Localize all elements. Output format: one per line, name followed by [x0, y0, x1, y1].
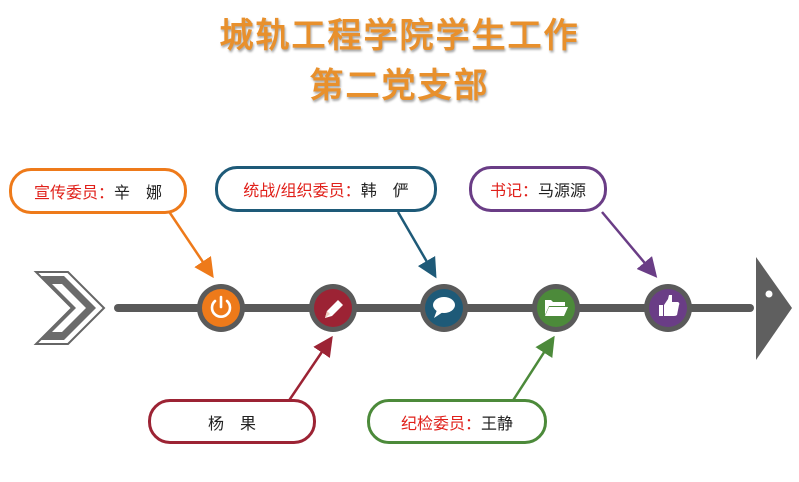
- role-label: 宣传委员：: [33, 183, 114, 202]
- bubble-secretary: 书记：马源源: [469, 166, 607, 212]
- role-label: 纪检委员：: [400, 413, 481, 433]
- member-name: 辛 娜: [114, 183, 163, 202]
- role-label: 统战/组织委员：: [243, 181, 361, 200]
- member-name: 杨 果: [207, 413, 256, 433]
- connector-member: [286, 335, 333, 403]
- chat-icon: [433, 297, 455, 318]
- connector-propaganda: [166, 209, 214, 279]
- power-icon: [210, 295, 232, 318]
- node-pencil: [309, 284, 357, 332]
- page-title-line-1: 城轨工程学院学生工作: [219, 16, 580, 56]
- thumbs-up-icon: [659, 295, 680, 316]
- connector-secretary: [601, 211, 658, 278]
- arrow-head-icon: [756, 257, 792, 360]
- member-name: 马源源: [538, 181, 587, 200]
- pencil-icon: [325, 300, 343, 318]
- bubble-member: 杨 果: [148, 399, 316, 444]
- member-name: 王静: [481, 413, 514, 433]
- role-label: 书记：: [489, 181, 538, 200]
- connector-united-front: [396, 211, 437, 279]
- node-folder: [532, 284, 580, 332]
- node-thumbs-up: [644, 284, 692, 332]
- connector-discipline: [510, 335, 555, 403]
- chevron-tail-icon: [33, 271, 106, 345]
- node-chat: [420, 284, 468, 332]
- folder-icon: [545, 300, 568, 316]
- bubble-propaganda-committee: 宣传委员：辛 娜: [9, 168, 187, 214]
- bubble-united-front-committee: 统战/组织委员：韩 俨: [215, 166, 437, 212]
- bubble-discipline-committee: 纪检委员：王静: [367, 399, 547, 444]
- member-name: 韩 俨: [360, 181, 409, 200]
- node-power: [197, 284, 245, 332]
- page-title-line-2: 第二党支部: [309, 66, 490, 106]
